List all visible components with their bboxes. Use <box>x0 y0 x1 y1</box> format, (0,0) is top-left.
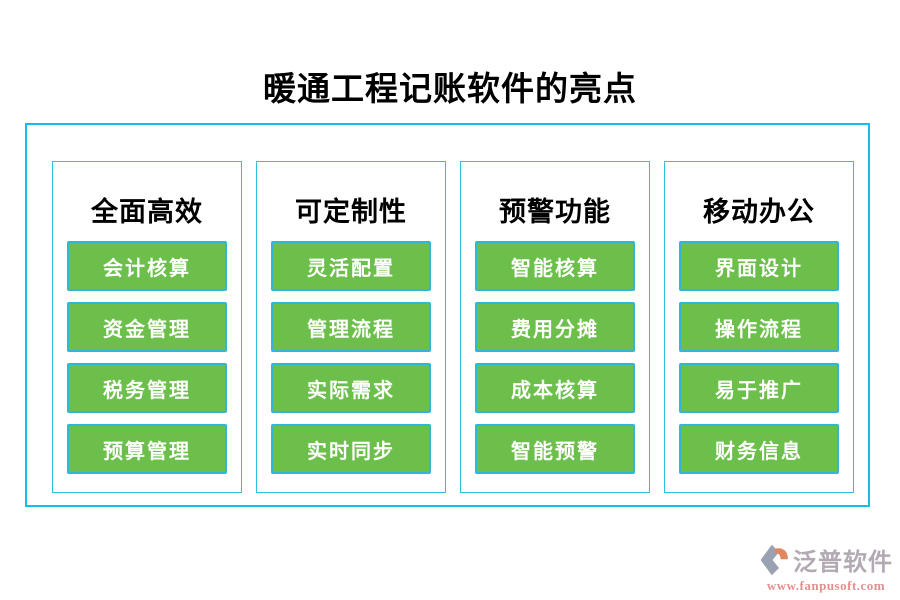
column-header: 预警功能 <box>499 197 611 227</box>
column-header: 全面高效 <box>91 197 203 227</box>
feature-item: 费用分摊 <box>475 302 635 352</box>
feature-item: 灵活配置 <box>271 241 431 291</box>
feature-column-comprehensive: 全面高效 会计核算 资金管理 税务管理 预算管理 <box>52 161 242 493</box>
feature-item: 会计核算 <box>67 241 227 291</box>
feature-column-mobile: 移动办公 界面设计 操作流程 易于推广 财务信息 <box>664 161 854 493</box>
column-header: 可定制性 <box>295 197 407 227</box>
feature-item: 管理流程 <box>271 302 431 352</box>
feature-column-warning: 预警功能 智能核算 费用分摊 成本核算 智能预警 <box>460 161 650 493</box>
feature-item: 实时同步 <box>271 424 431 474</box>
feature-item: 智能预警 <box>475 424 635 474</box>
feature-item: 实际需求 <box>271 363 431 413</box>
watermark: 泛普软件 www.fanpusoft.com <box>760 542 892 594</box>
feature-item: 界面设计 <box>679 241 839 291</box>
feature-item: 财务信息 <box>679 424 839 474</box>
feature-item: 智能核算 <box>475 241 635 291</box>
feature-item: 成本核算 <box>475 363 635 413</box>
feature-item: 税务管理 <box>67 363 227 413</box>
feature-item: 资金管理 <box>67 302 227 352</box>
feature-item: 操作流程 <box>679 302 839 352</box>
column-header: 移动办公 <box>703 197 815 227</box>
fanpu-logo-icon <box>760 544 788 575</box>
page-title: 暖通工程记账软件的亮点 <box>263 72 637 108</box>
feature-item: 预算管理 <box>67 424 227 474</box>
watermark-url: www.fanpusoft.com <box>766 578 886 593</box>
watermark-brand: 泛普软件 <box>793 550 893 576</box>
feature-item: 易于推广 <box>679 363 839 413</box>
feature-column-customizable: 可定制性 灵活配置 管理流程 实际需求 实时同步 <box>256 161 446 493</box>
highlights-panel: 全面高效 会计核算 资金管理 税务管理 预算管理 可定制性 灵活配置 管理流程 … <box>25 123 870 507</box>
